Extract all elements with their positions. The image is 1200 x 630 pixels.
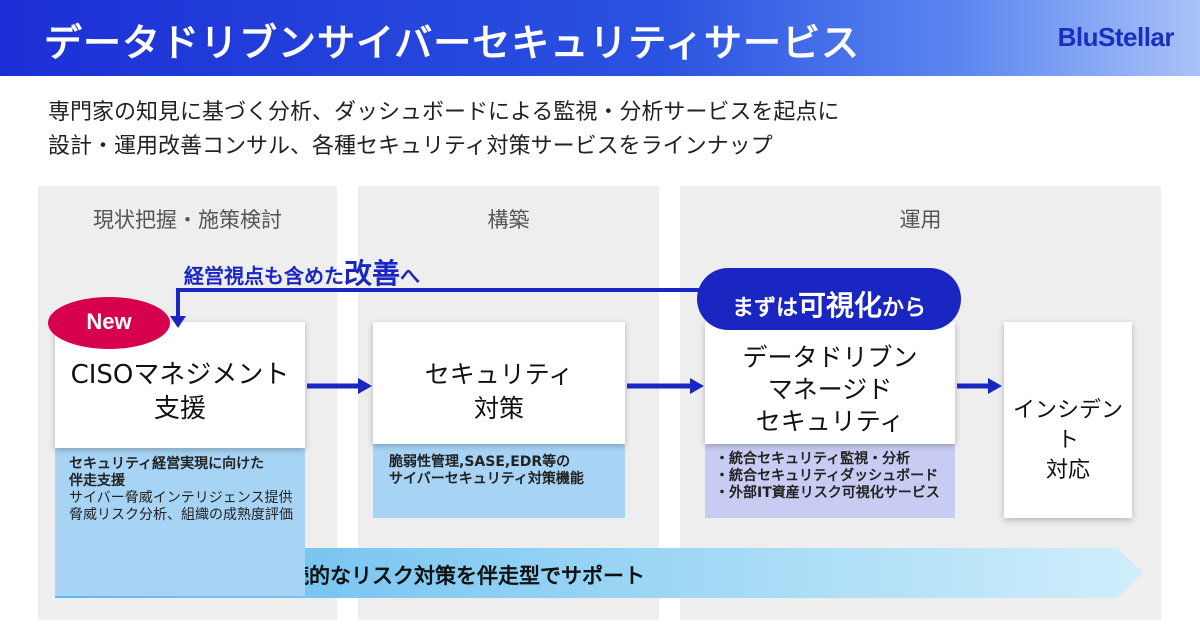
detail-datadriven: ・統合セキュリティ監視・分析 ・統合セキュリティダッシュボード ・外部IT資産リ… bbox=[705, 444, 955, 518]
detail-datadriven-item-2: ・統合セキュリティダッシュボード bbox=[715, 468, 939, 484]
card-ciso-line-2: 支援 bbox=[153, 394, 206, 424]
card-datadriven-line-2: マネージド bbox=[767, 375, 893, 404]
card-datadriven-line-3: セキュリティ bbox=[755, 407, 905, 436]
feedback-suffix: へ bbox=[400, 264, 421, 288]
visualization-pill bbox=[697, 268, 961, 330]
arrow-security-to-datadriven bbox=[627, 378, 704, 394]
pill-prefix: まずは bbox=[731, 296, 798, 321]
detail-ciso-item-1: サイバー脅威インテリジェンス提供 bbox=[69, 490, 293, 506]
new-badge-text: New bbox=[86, 309, 132, 334]
page-title: データドリブンサイバーセキュリティサービス bbox=[44, 21, 860, 65]
detail-ciso-bold-1: セキュリティ経営実現に向けた bbox=[69, 456, 265, 472]
arrow-ciso-to-security bbox=[307, 378, 372, 394]
feedback-prefix: 経営視点も含めた bbox=[184, 264, 344, 288]
phase-label-build: 構築 bbox=[487, 208, 530, 232]
pill-emphasis: 可視化 bbox=[797, 289, 882, 322]
detail-datadriven-item-1: ・統合セキュリティ監視・分析 bbox=[715, 451, 911, 467]
card-security-line-2: 対策 bbox=[473, 394, 524, 423]
intro-text: 専門家の知見に基づく分析、ダッシュボードによる監視・分析サービスを起点に 設計・… bbox=[48, 96, 839, 164]
pill-suffix: から bbox=[882, 296, 927, 321]
detail-datadriven-item-3: ・外部IT資産リスク可視化サービス bbox=[715, 485, 940, 501]
card-incident-response: インシデント 対応 bbox=[1004, 322, 1132, 518]
detail-ciso-bold-2: 伴走支援 bbox=[69, 473, 125, 489]
card-datadriven-line-1: データドリブン bbox=[742, 343, 918, 372]
brand-logo: BluStellar bbox=[1057, 22, 1175, 52]
feedback-label: 経営視点も含めた改善へ bbox=[184, 252, 420, 292]
detail-ciso: セキュリティ経営実現に向けた 伴走支援 サイバー脅威インテリジェンス提供 脅威リ… bbox=[55, 446, 305, 596]
header-banner bbox=[0, 0, 1200, 76]
card-incident-line-1: インシデント bbox=[1012, 398, 1123, 453]
intro-line-2: 設計・運用改善コンサル、各種セキュリティ対策サービスをラインナップ bbox=[48, 134, 773, 159]
detail-ciso-item-2: 脅威リスク分析、組織の成熟度評価 bbox=[69, 507, 293, 523]
support-band-arrow bbox=[55, 548, 1143, 598]
phase-label-operation: 運用 bbox=[899, 208, 942, 232]
card-security-measures: セキュリティ 対策 bbox=[373, 322, 625, 444]
arrow-datadriven-to-incident bbox=[957, 378, 1002, 394]
detail-security-line-1: 脆弱性管理,SASE,EDR等の bbox=[389, 454, 571, 470]
card-ciso-line-1: CISOマネジメント bbox=[70, 360, 290, 390]
intro-line-1: 専門家の知見に基づく分析、ダッシュボードによる監視・分析サービスを起点に bbox=[48, 100, 840, 125]
card-incident-line-2: 対応 bbox=[1045, 458, 1090, 483]
card-datadriven-managed-security: データドリブン マネージド セキュリティ bbox=[705, 322, 955, 444]
phase-label-assessment: 現状把握・施策検討 bbox=[93, 208, 282, 232]
visualization-pill-text: まずは可視化から bbox=[697, 284, 961, 324]
new-badge bbox=[48, 297, 170, 349]
feedback-loop-arrow bbox=[170, 288, 720, 328]
feedback-emphasis: 改善 bbox=[344, 257, 401, 290]
card-security-line-1: セキュリティ bbox=[424, 360, 574, 389]
detail-security-line-2: サイバーセキュリティ対策機能 bbox=[389, 471, 584, 487]
detail-security: 脆弱性管理,SASE,EDR等の サイバーセキュリティ対策機能 bbox=[373, 444, 625, 518]
